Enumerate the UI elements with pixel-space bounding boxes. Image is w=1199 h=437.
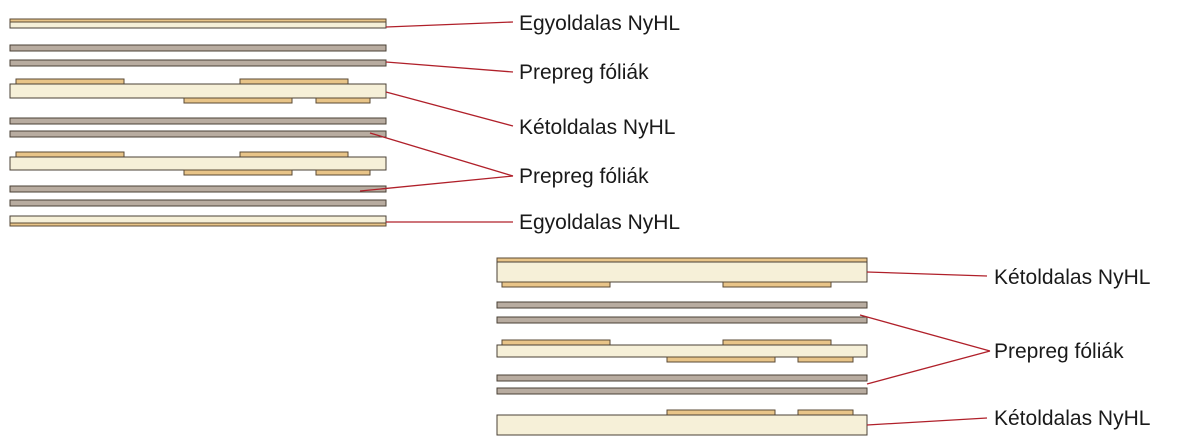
label-prepreg-sheets-1: Prepreg fóliák: [519, 61, 649, 84]
prepreg-sheet: [9, 199, 387, 207]
copper-pad: [315, 97, 371, 104]
laminate-core: [496, 261, 868, 283]
copper-pad: [666, 409, 776, 416]
prepreg-sheet: [496, 387, 868, 395]
copper-pad: [501, 281, 611, 288]
laminate-core: [9, 156, 387, 171]
prepreg-sheet: [9, 117, 387, 125]
prepreg-sheet: [9, 44, 387, 52]
prepreg-sheet: [496, 316, 868, 324]
left-double-sided-laminate-1: [9, 78, 387, 104]
leader-line: [369, 132, 514, 177]
copper-pad: [315, 169, 371, 176]
copper-pad: [501, 339, 611, 346]
laminate-core: [9, 83, 387, 99]
label-double-sided-laminate-bottom: Kétoldalas NyHL: [994, 407, 1150, 430]
prepreg-sheet: [496, 374, 868, 382]
copper-foil: [9, 18, 387, 23]
leader-line: [385, 91, 514, 127]
copper-foil: [9, 222, 387, 227]
label-single-sided-laminate-bottom: Egyoldalas NyHL: [519, 211, 680, 234]
label-single-sided-laminate-top: Egyoldalas NyHL: [519, 12, 680, 35]
leader-line: [859, 314, 991, 352]
right-double-sided-laminate-middle: [496, 339, 868, 363]
copper-foil: [496, 257, 868, 263]
leader-line: [866, 417, 988, 426]
leader-line: [385, 61, 514, 73]
leader-line: [866, 350, 991, 385]
copper-pad: [239, 78, 349, 85]
right-double-sided-laminate-bottom: [496, 409, 868, 436]
left-double-sided-laminate-2: [9, 151, 387, 176]
copper-pad: [239, 151, 349, 158]
copper-pad: [722, 281, 832, 288]
copper-pad: [797, 409, 854, 416]
right-stack: Kétoldalas NyHL Prepreg fóliák Kétoldala…: [496, 257, 1150, 436]
prepreg-sheet: [9, 130, 387, 138]
prepreg-sheet: [496, 301, 868, 309]
copper-pad: [183, 169, 293, 176]
laminate-core: [496, 344, 868, 358]
copper-pad: [183, 97, 293, 104]
copper-pad: [722, 339, 832, 346]
leader-line: [359, 175, 514, 192]
left-single-sided-laminate-bottom: [9, 215, 387, 227]
prepreg-sheet: [9, 59, 387, 67]
leader-line: [866, 271, 988, 277]
copper-pad: [15, 78, 125, 85]
prepreg-sheet: [9, 185, 387, 193]
laminate-core: [496, 414, 868, 436]
copper-pad: [797, 356, 854, 363]
label-prepreg-sheets-2: Prepreg fóliák: [519, 165, 649, 188]
copper-pad: [666, 356, 776, 363]
label-prepreg-sheets: Prepreg fóliák: [994, 340, 1124, 363]
copper-pad: [15, 151, 125, 158]
label-double-sided-laminate-top: Kétoldalas NyHL: [994, 266, 1150, 289]
right-double-sided-laminate-top: [496, 257, 868, 288]
left-single-sided-laminate-top: [9, 18, 387, 29]
left-stack: Egyoldalas NyHL Prepreg fóliák Kétoldala…: [9, 12, 680, 234]
leader-line: [385, 21, 514, 28]
label-double-sided-laminate: Kétoldalas NyHL: [519, 116, 675, 139]
